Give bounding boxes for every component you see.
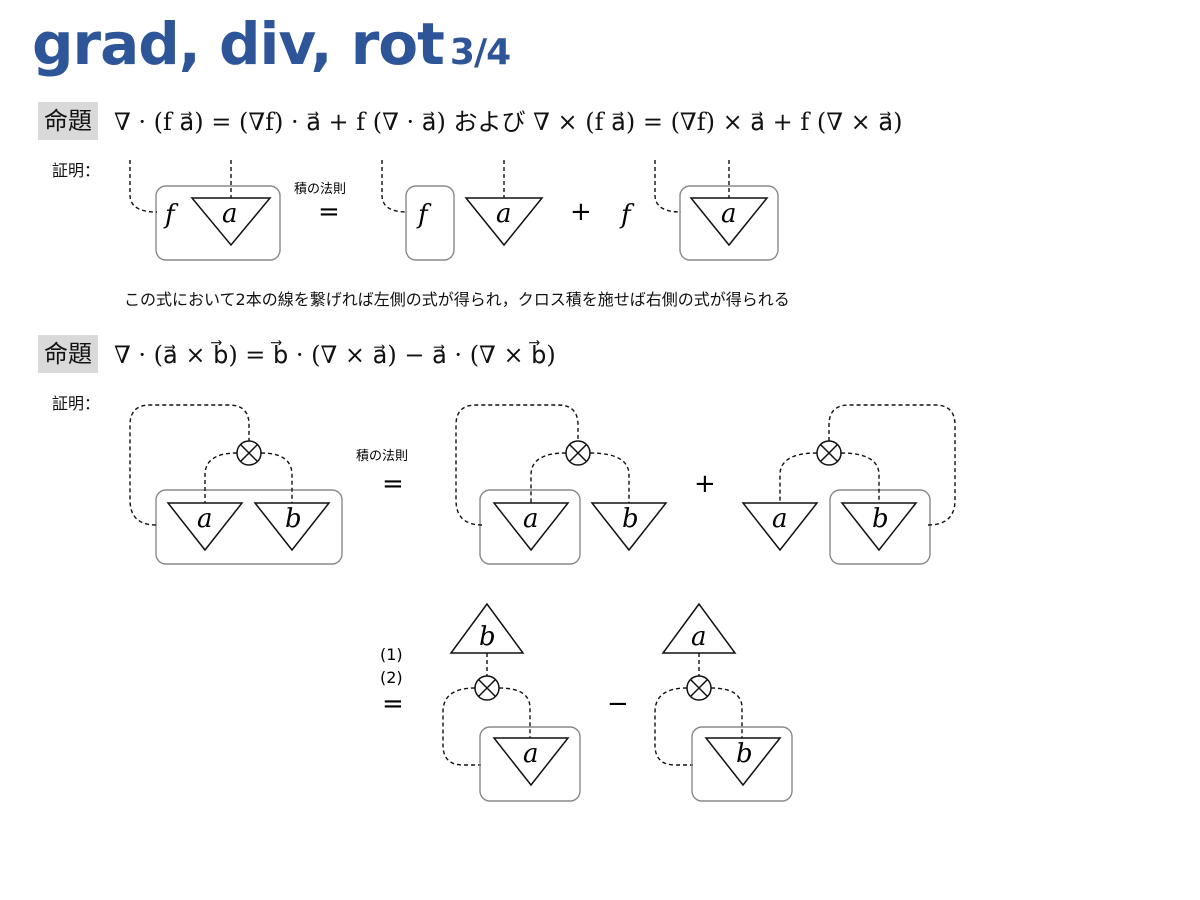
- prop1-term1: f a: [381, 160, 544, 261]
- a-triangle: [190, 197, 272, 247]
- res1-b-label: b: [479, 622, 496, 652]
- prop1-proof-label: 証明：: [52, 161, 101, 180]
- res2-a-label: a: [691, 622, 707, 652]
- term1-f-box: [405, 185, 455, 261]
- term2-wire-b: [840, 452, 880, 503]
- prop2-proof-label: 証明：: [52, 394, 101, 413]
- term2-cross-mark: [819, 443, 839, 463]
- term1-a-triangle: [464, 197, 544, 247]
- prop2-lhs-diagram: a b: [129, 404, 343, 565]
- prop1-lhs-diagram: f a: [129, 160, 281, 261]
- lhs-grouping-box: [155, 185, 281, 261]
- prop2-result-term2: a b: [654, 602, 793, 802]
- prop1-tag: 命題: [38, 102, 98, 140]
- prop1-plus: +: [570, 197, 592, 227]
- lhs-outer-loop: [129, 404, 250, 526]
- f-wire: [129, 160, 158, 213]
- term1-a-label: a: [523, 504, 539, 534]
- page-number: 3/4: [449, 32, 511, 73]
- prop1-equals: =: [318, 197, 340, 227]
- title-text: grad, div, rot: [32, 10, 445, 78]
- prop2-minus: −: [607, 689, 629, 719]
- prop2-term1: a b: [455, 404, 668, 565]
- prop2-rule-label: 積の法則: [356, 449, 408, 464]
- term2-a-box: [679, 185, 779, 261]
- lhs-a-triangle: [166, 502, 244, 552]
- ref-1: (1): [380, 645, 403, 664]
- term1-b-triangle: [590, 502, 668, 552]
- term2-a-label: a: [772, 504, 788, 534]
- res2-cross-mark: [689, 678, 709, 698]
- a-label: a: [222, 199, 238, 229]
- prop2-plus: +: [694, 469, 716, 499]
- prop2-equals: =: [382, 469, 404, 499]
- res2-b-wire: [710, 687, 743, 738]
- term1-wire-a: [530, 452, 567, 503]
- lhs-a-label: a: [197, 504, 213, 534]
- term2-b-box: [829, 489, 931, 565]
- prop1-rule-label: 積の法則: [294, 182, 346, 197]
- res1-loop-wire: [442, 687, 481, 766]
- prop1-term2: f a: [619, 160, 779, 261]
- term2-wire-a: [779, 452, 818, 503]
- prop2-equals-2: =: [382, 689, 404, 719]
- term2-a-label: a: [721, 199, 737, 229]
- term2-b-label: b: [872, 504, 889, 534]
- term1-a-box: [479, 489, 581, 565]
- term2-f-label: f: [619, 200, 635, 230]
- res1-a-wire: [498, 687, 531, 738]
- f-label: f: [163, 200, 179, 230]
- res1-a-label: a: [523, 739, 539, 769]
- prop2-term2: a b: [741, 404, 956, 565]
- lhs-wire-b: [260, 452, 293, 503]
- ref-2: (2): [380, 668, 403, 687]
- lhs-wire-a: [204, 452, 238, 503]
- term2-b-triangle: [840, 502, 918, 552]
- prop2-result-term1: b a: [442, 602, 581, 802]
- res2-b-label: b: [736, 739, 753, 769]
- term2-a-triangle: [689, 197, 769, 247]
- lhs-b-triangle: [253, 502, 331, 552]
- term1-b-label: b: [622, 504, 639, 534]
- term2-outer-loop: [828, 404, 956, 526]
- prop1-formula: ∇ · (f a⃗) = (∇f) · a⃗ + f (∇ · a⃗) および …: [114, 108, 903, 136]
- term1-f-label: f: [416, 200, 432, 230]
- lhs-cross-mark: [239, 443, 259, 463]
- term2-f-wire: [654, 160, 682, 213]
- term1-f-wire: [381, 160, 408, 213]
- term1-outer-loop: [455, 404, 579, 526]
- term1-cross-mark: [568, 443, 588, 463]
- lhs-grouping-box: [155, 489, 343, 565]
- lhs-b-label: b: [285, 504, 302, 534]
- res1-a-triangle: [492, 737, 570, 787]
- res2-loop-wire: [654, 687, 693, 766]
- res2-b-box: [691, 726, 793, 802]
- res1-a-box: [479, 726, 581, 802]
- term1-a-label: a: [496, 199, 512, 229]
- prop2-formula: ∇ · (a⃗ × b⃗) = b⃗ · (∇ × a⃗) − a⃗ · (∇ …: [114, 341, 556, 369]
- term2-a-triangle: [741, 502, 819, 552]
- term1-wire-b: [589, 452, 630, 503]
- term1-a-triangle: [492, 502, 570, 552]
- prop2-tag: 命題: [38, 335, 98, 373]
- res1-cross-mark: [477, 678, 497, 698]
- res2-b-triangle: [704, 737, 782, 787]
- prop1-note: この式において2本の線を繋げれば左側の式が得られ，クロス積を施せば右側の式が得ら…: [124, 290, 790, 309]
